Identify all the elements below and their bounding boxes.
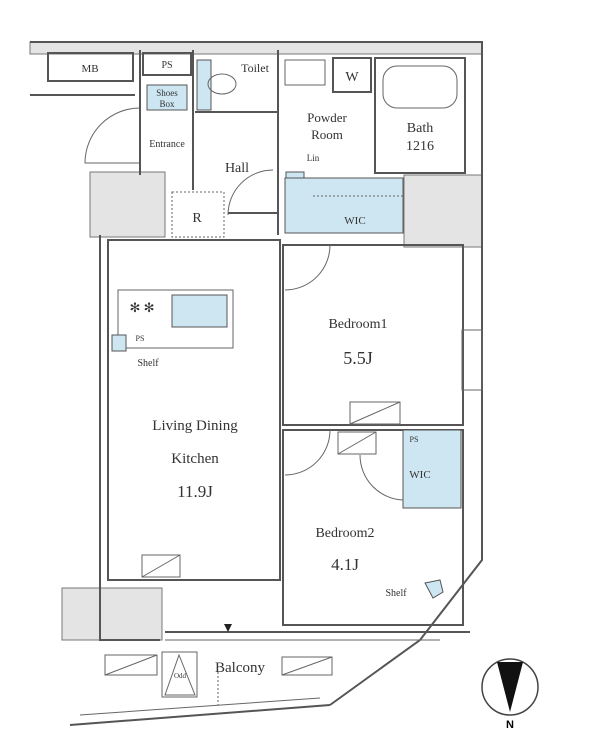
kitchen-shelf	[111, 334, 127, 352]
bedroom1-window	[461, 329, 483, 391]
walk-in-closet-bedroom2	[402, 429, 462, 509]
bedroom2	[282, 429, 464, 626]
ldk-label: Living Dining	[152, 418, 238, 434]
shelf-kitchen-label: Shelf	[137, 358, 159, 369]
refrigerator-space	[171, 191, 225, 238]
aircon-bedroom2	[337, 431, 377, 455]
balcony-label: Balcony	[215, 660, 265, 676]
outer-walls	[30, 41, 483, 726]
bedroom1-door	[284, 244, 331, 291]
living-dining-kitchen	[107, 239, 281, 581]
wic-door	[359, 454, 404, 501]
compass-needle-icon	[497, 662, 523, 712]
odd-label: Odd	[174, 672, 187, 680]
odd-space	[161, 651, 198, 698]
toilet-icon	[207, 73, 237, 95]
bathtub-icon	[382, 65, 458, 109]
aircon-ldk	[141, 554, 181, 578]
shoes-box-label: Shoes	[156, 88, 178, 98]
ldk-size: 11.9J	[177, 482, 213, 501]
refrigerator-label: R	[192, 211, 202, 226]
shoes-box-label-2: Box	[159, 99, 175, 109]
outdoor-unit-1	[104, 654, 158, 676]
meter-box	[47, 52, 134, 82]
ps-kitchen-label: PS	[136, 334, 145, 343]
hall-door	[227, 169, 274, 216]
north-compass: N	[481, 658, 539, 731]
compass-north-label: N	[506, 719, 514, 731]
washer-label: W	[345, 70, 359, 85]
bath-label: Bath	[407, 121, 433, 136]
powder-room-label: Powder	[307, 110, 347, 125]
sink	[284, 59, 326, 86]
shoes-box	[146, 84, 188, 111]
mb-label: MB	[81, 63, 98, 75]
shelf-bedroom2-label: Shelf	[385, 588, 407, 599]
washer-space	[332, 57, 372, 93]
bedroom2-label: Bedroom2	[315, 526, 374, 541]
bedroom2-shelf	[424, 579, 444, 599]
kitchen-sink	[171, 294, 228, 328]
powder-room-label-2: Room	[311, 127, 343, 142]
linen-label: Lin	[307, 153, 320, 163]
bedroom1	[282, 244, 464, 426]
ps-top-label: PS	[161, 60, 172, 71]
bedroom2-door	[284, 429, 331, 476]
kitchen-counter	[117, 289, 234, 349]
walk-in-closet-top	[284, 177, 404, 234]
ps-bedroom2-label: PS	[410, 435, 419, 444]
wic-top-label: WIC	[344, 215, 365, 227]
ldk-label-2: Kitchen	[171, 451, 219, 467]
bedroom2-size: 4.1J	[331, 555, 359, 574]
hall-label: Hall	[225, 161, 249, 176]
wic-bedroom2-label: WIC	[409, 469, 430, 481]
entry-marker-icon	[224, 624, 232, 632]
bedroom1-label: Bedroom1	[328, 317, 387, 332]
entrance-door	[84, 107, 141, 164]
outdoor-unit-2	[281, 656, 333, 676]
bedroom1-size: 5.5J	[343, 348, 373, 368]
bath-size: 1216	[406, 139, 434, 154]
aircon-bedroom1	[349, 401, 401, 425]
pipe-space	[142, 52, 192, 76]
toilet-label: Toilet	[241, 61, 269, 75]
bath-room	[374, 57, 466, 174]
toilet-storage	[196, 59, 212, 111]
stove-icon: ✻ ✻	[129, 300, 154, 315]
structural-columns	[29, 41, 483, 641]
entrance-label: Entrance	[149, 139, 185, 150]
